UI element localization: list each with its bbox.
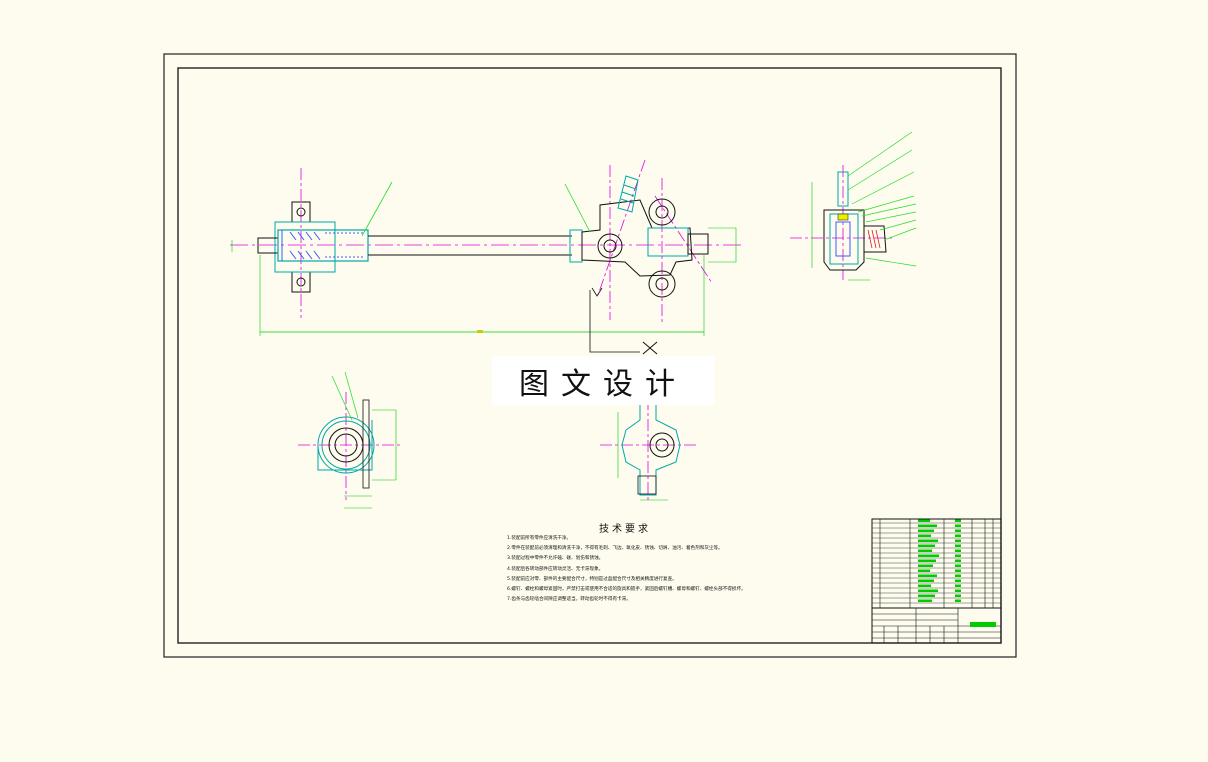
technical-requirements-notes: 1.装配前所有零件应清洗干净。 2.零件在装配前必须清理和清洗干净，不得有毛刺、… <box>507 534 747 605</box>
parts-list-entry-mark <box>918 539 938 542</box>
parts-list-qty-mark <box>955 574 961 577</box>
parts-list-entry-mark <box>918 524 937 527</box>
outer-border <box>163 53 1017 658</box>
tech-note: 3.装配过程中零件不允许磕、碰、划伤和锈蚀。 <box>507 556 604 562</box>
parts-list-qty-mark <box>955 524 961 527</box>
parts-list-entry-mark <box>918 569 930 572</box>
view-bracket-left <box>298 371 402 509</box>
parts-list-qty-mark <box>955 529 961 532</box>
tech-note: 2.零件在装配前必须清理和清洗干净，不得有毛刺、飞边、氧化皮、锈蚀、切屑、油污、… <box>507 546 723 552</box>
parts-list-qty-mark <box>955 549 961 552</box>
parts-list-entry-mark <box>918 534 931 537</box>
parts-list-entry-mark <box>918 564 933 567</box>
parts-list-entry-mark <box>918 554 939 557</box>
parts-list-qty-mark <box>955 594 961 597</box>
parts-list-entry-mark <box>918 529 934 532</box>
parts-list-entry-mark <box>918 594 935 597</box>
parts-list-qty-mark <box>955 539 961 542</box>
section-view-pinion <box>790 131 917 281</box>
parts-list-qty-mark <box>955 534 961 537</box>
tech-note: 5.装配前应对零、部件的主要配合尺寸，特别是过盈配合尺寸及相关精度进行复查。 <box>507 576 677 582</box>
parts-list-entry-mark <box>918 559 936 562</box>
parts-list-qty-mark <box>955 564 961 567</box>
view-bracket-middle <box>600 398 696 501</box>
parts-list-qty-mark <box>955 569 961 572</box>
title-block-rows <box>872 519 1001 604</box>
parts-list-qty-mark <box>955 579 961 582</box>
parts-list-qty-mark <box>955 519 961 522</box>
inner-border <box>177 67 1002 644</box>
parts-list-entry-mark <box>918 599 932 602</box>
parts-list-entry-mark <box>918 589 938 592</box>
parts-list-qty-mark <box>955 559 961 562</box>
tech-note: 1.装配前所有零件应清洗干净。 <box>507 536 572 541</box>
parts-list-qty-mark <box>955 554 961 557</box>
tech-note: 4.装配后各转动部件应转动灵活、无卡滞现象。 <box>507 566 604 572</box>
parts-list-entry-mark <box>918 544 935 547</box>
parts-list-entry-mark <box>918 574 937 577</box>
parts-list-qty-mark <box>955 584 961 587</box>
title-block <box>871 518 1002 644</box>
parts-list-entry-mark <box>918 579 934 582</box>
parts-list-qty-mark <box>955 599 961 602</box>
parts-list-entry-mark <box>918 584 931 587</box>
tech-note: 7.齿条与齿轮啮合间隙应调整适当，转动齿轮时不得有卡滞。 <box>507 597 631 603</box>
parts-list-qty-mark <box>955 589 961 592</box>
parts-list-entry-mark <box>918 519 930 522</box>
tech-note: 6.螺钉、螺栓和螺母紧固时，严禁打击或使用不合适的旋具和扳手，紧固后螺钉槽、螺母… <box>507 587 746 593</box>
technical-requirements-title: 技术要求 <box>599 524 651 535</box>
main-view-rack-housing <box>230 159 742 355</box>
parts-list-qty-mark <box>955 544 961 547</box>
parts-list-entry-mark <box>918 549 932 552</box>
watermark-stamp: 图文设计 <box>492 356 714 405</box>
